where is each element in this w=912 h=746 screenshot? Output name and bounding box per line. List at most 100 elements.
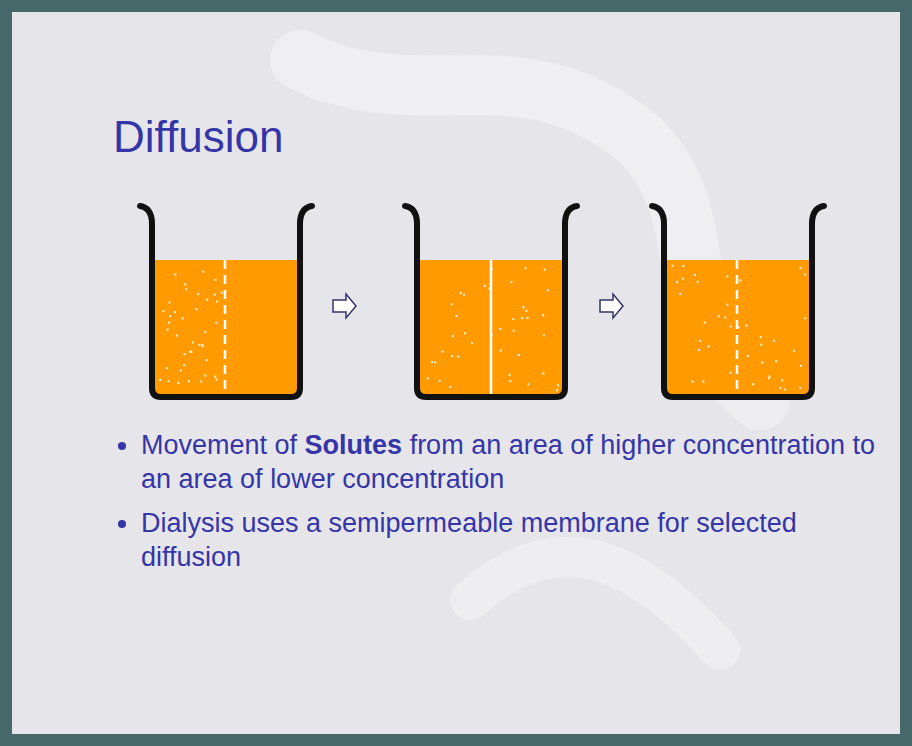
solute-particle — [168, 302, 170, 304]
solute-particle — [221, 292, 223, 294]
solute-particle — [202, 271, 204, 273]
solute-particle — [180, 369, 182, 371]
solute-particle — [182, 317, 184, 319]
step-arrow — [333, 294, 623, 318]
solute-particle — [168, 322, 170, 324]
solute-particle — [174, 274, 176, 276]
solute-particle — [752, 383, 754, 385]
solute-particle — [708, 345, 710, 347]
solute-particle — [543, 334, 545, 336]
solute-particle — [216, 378, 218, 380]
beaker-outline — [405, 206, 577, 397]
solute-particle — [206, 359, 208, 361]
solute-particle — [784, 389, 786, 391]
membrane — [736, 260, 739, 394]
solute-particle — [451, 303, 453, 305]
solute-particle — [188, 380, 190, 382]
solute-particle — [730, 372, 732, 374]
solute-particle — [747, 355, 749, 357]
solute-particle — [804, 273, 806, 275]
solute-particle — [197, 293, 199, 295]
solute-particle — [672, 265, 674, 267]
solute-particle — [168, 380, 170, 382]
solute-particle — [542, 373, 544, 375]
solute-particle — [513, 330, 515, 332]
solute-particle — [184, 283, 186, 285]
solute-particle — [442, 351, 444, 353]
solute-particle — [215, 322, 217, 324]
solute-particle — [499, 328, 501, 330]
solute-particle — [724, 316, 726, 318]
solute-particle — [200, 380, 202, 382]
solute-particle — [799, 387, 801, 389]
solute-particle — [202, 345, 204, 347]
solute-particle — [177, 382, 179, 384]
beaker — [140, 206, 312, 397]
solute-particle — [726, 304, 728, 306]
solute-particle — [206, 299, 208, 301]
beaker-outline — [140, 206, 312, 397]
solute-particle — [760, 344, 762, 346]
solute-particle — [518, 354, 520, 356]
solute-particle — [195, 308, 197, 310]
solute-particle — [781, 379, 783, 381]
solute-particle — [185, 288, 187, 290]
solute-particle — [455, 315, 457, 317]
solute-particle — [434, 361, 436, 363]
solute-particle — [471, 342, 473, 344]
solute-particle — [174, 311, 176, 313]
solute-particle — [201, 344, 203, 346]
solute-particle — [166, 367, 168, 369]
solute-particle — [691, 381, 693, 383]
solute-particle — [525, 310, 527, 312]
solute-particle — [800, 365, 802, 367]
solute-particle — [544, 269, 546, 271]
solute-particle — [162, 310, 164, 312]
solute-particle — [804, 317, 806, 319]
solute-particle — [704, 322, 706, 324]
solute-particle — [509, 374, 511, 376]
solute-particle — [698, 349, 700, 351]
solution — [420, 260, 562, 394]
solution — [155, 260, 297, 394]
solute-particle — [204, 375, 206, 377]
solute-particle — [779, 387, 781, 389]
solute-particle — [542, 314, 544, 316]
solute-particle — [512, 318, 514, 320]
solute-particle — [525, 267, 527, 269]
solute-particle — [522, 306, 524, 308]
solute-particle — [463, 294, 465, 296]
solute-particle — [676, 281, 678, 283]
solute-particle — [760, 336, 762, 338]
solute-particle — [718, 315, 720, 317]
solute-particle — [547, 289, 549, 291]
beaker — [405, 206, 577, 397]
solute-particle — [527, 383, 529, 385]
solute-particle — [773, 340, 775, 342]
solute-particle — [189, 351, 191, 353]
solute-particle — [510, 281, 512, 283]
solute-particle — [799, 267, 801, 269]
membrane — [224, 260, 227, 394]
solute-particle — [159, 379, 161, 381]
solute-particle — [682, 265, 684, 267]
solute-particle — [768, 377, 770, 379]
solute-particle — [769, 375, 771, 377]
membrane — [490, 260, 493, 394]
solute-particle — [726, 276, 728, 278]
beaker-outline — [652, 206, 824, 397]
bullet-text: Movement of Solutes from an area of high… — [141, 428, 881, 496]
solute-particle — [697, 281, 699, 283]
solute-particle — [439, 380, 441, 382]
solute-particle — [509, 380, 511, 382]
bullet-list: Movement of Solutes from an area of high… — [113, 428, 881, 584]
solute-particle — [761, 362, 763, 364]
solute-particle — [214, 294, 216, 296]
solute-particle — [184, 353, 186, 355]
slide-title: Diffusion — [113, 112, 283, 162]
solute-particle — [526, 317, 528, 319]
solute-particle — [214, 279, 216, 281]
solute-particle — [176, 335, 178, 337]
solute-particle — [449, 386, 451, 388]
